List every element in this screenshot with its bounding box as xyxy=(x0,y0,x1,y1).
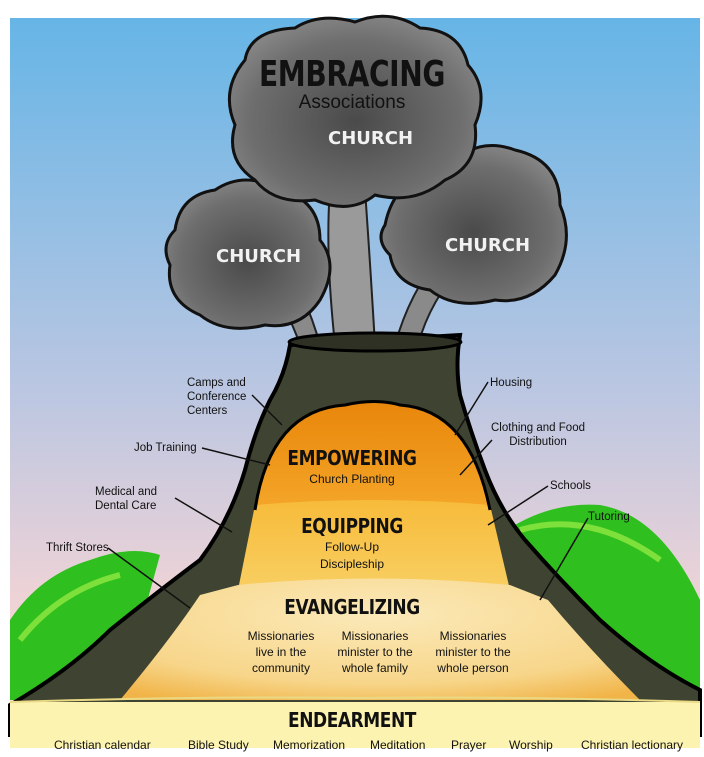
endearment-item-meditation: Meditation xyxy=(370,738,426,752)
label-clothing-food-distribution: Clothing and Food Distribution xyxy=(491,422,585,448)
layer-endearment xyxy=(10,702,700,748)
layer-equipping xyxy=(238,500,510,590)
evangelizing-column-family: Missionaries minister to the whole famil… xyxy=(337,629,413,675)
endearment-item-calendar: Christian calendar xyxy=(54,738,151,752)
subtitle-associations: Associations xyxy=(298,92,406,113)
label-thrift-stores: Thrift Stores xyxy=(46,542,109,554)
label-medical-dental-care: Medical and Dental Care xyxy=(95,486,158,512)
layer-empowering xyxy=(255,401,490,510)
level-equipping-item-2: Discipleship xyxy=(319,557,385,571)
level-evangelizing-title: EVANGELIZING xyxy=(284,595,420,619)
cloud-left xyxy=(164,178,332,330)
cloud-top xyxy=(227,14,483,208)
label-housing: Housing xyxy=(490,377,533,389)
level-empowering-item: Church Planting xyxy=(309,472,395,486)
label-schools: Schools xyxy=(550,480,591,492)
endearment-item-worship: Worship xyxy=(509,738,553,752)
endearment-item-prayer: Prayer xyxy=(451,738,487,752)
cloud-label-top: CHURCH xyxy=(328,128,414,149)
level-equipping-title: EQUIPPING xyxy=(301,514,403,538)
endearment-item-lectionary: Christian lectionary xyxy=(581,738,684,752)
evangelizing-column-community: Missionaries live in the community xyxy=(247,629,315,675)
title-embracing: EMBRACING xyxy=(259,54,445,95)
cloud-label-right: CHURCH xyxy=(445,235,531,256)
level-empowering-title: EMPOWERING xyxy=(287,446,417,470)
label-tutoring: Tutoring xyxy=(588,511,630,523)
evangelizing-column-person: Missionaries minister to the whole perso… xyxy=(435,629,511,675)
label-job-training: Job Training xyxy=(134,442,197,454)
endearment-item-memorization: Memorization xyxy=(273,738,346,752)
endearment-item-bible-study: Bible Study xyxy=(188,738,249,752)
level-endearment-title: ENDEARMENT xyxy=(288,708,416,732)
label-camps-conference-centers: Camps and Conference Centers xyxy=(187,377,247,417)
level-equipping-item-1: Follow-Up xyxy=(324,540,379,554)
cloud-label-left: CHURCH xyxy=(216,246,302,267)
layer-evangelizing xyxy=(120,578,640,700)
crater xyxy=(287,331,463,353)
